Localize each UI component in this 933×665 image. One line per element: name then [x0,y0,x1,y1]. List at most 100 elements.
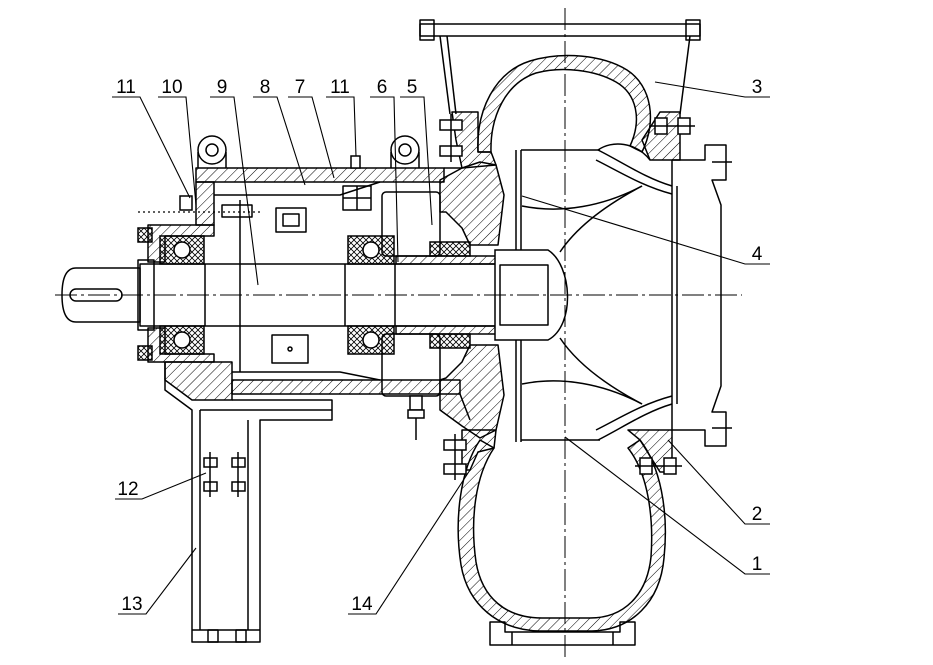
callout-leader-8 [253,96,306,186]
discharge-flange [419,23,701,37]
discharge-wall-left-inner [446,35,457,115]
callout-label-11-mid: 11 [330,77,350,98]
casing-flange-upper-left [451,111,497,169]
callout-label-3: 3 [752,77,763,98]
callout-leader-12 [115,472,207,500]
lifting-eye-lug [197,152,227,168]
casing-foot [489,621,636,646]
housing-top-bolt [350,155,361,169]
bearing-ball [173,331,191,349]
lifting-eye-ring [390,135,420,165]
discharge-flange-tab-right [685,19,701,41]
housing-top-wall [195,167,445,183]
callout-leader-9 [210,96,259,286]
shaft-sleeve-upper [395,255,501,265]
stand-bolts [203,452,246,497]
lifting-eye-lug [390,152,420,168]
shaft-sleeve-lower [395,325,501,335]
callout-leader-7 [288,96,335,179]
blade-lower-root [521,380,643,405]
callout-leader-5 [400,96,433,226]
drain-plug [407,395,425,440]
cover-fasteners [137,195,262,361]
callout-label-7: 7 [295,77,306,98]
packing-lower [429,333,471,349]
bearing-ball [173,241,191,259]
cover-screw-upper [137,227,153,243]
cover-bolt-nut [221,204,253,218]
callout-label-1: 1 [752,554,763,575]
front-shroud-lower [597,403,673,441]
support-stand [164,361,333,643]
stand-top-plate [164,361,233,401]
oil-sight-upper-glass [282,213,300,227]
oil-sight-lower [271,334,309,364]
callout-label-2: 2 [752,504,763,525]
shaft-coupling-end [61,267,141,323]
lifting-eye-left [197,135,227,168]
bearing-pump-end [347,235,395,355]
callout-leader-1 [564,436,770,575]
oil-sight-upper [275,207,307,233]
back-cover-lower [439,344,505,439]
volute-lower-section [457,439,667,632]
back-cover-upper [439,161,505,246]
housing-bottom-wall [231,379,461,395]
oil-fill-cross [343,186,371,210]
callout-leader-2 [667,439,770,525]
callout-leader-13 [118,547,197,615]
centerlines [55,8,742,658]
callout-label-8: 8 [260,77,271,98]
cover-bolt-head [179,195,193,211]
callout-label-4: 4 [752,244,763,265]
stand-bracket-outline [164,362,333,643]
volute-cutwater [597,143,651,161]
discharge-wall-right [679,35,691,115]
callout-leader-11-mid [326,96,357,157]
blade-lower [559,337,643,405]
front-shroud-upper [597,149,673,187]
callout-label-11-left: 11 [116,77,136,98]
callout-label-6: 6 [377,77,388,98]
bearing-drive-end [159,235,205,355]
callout-leader-4 [521,195,770,265]
callout-label-13: 13 [121,594,142,615]
discharge-nozzle [419,19,701,115]
cover-screw-lower [137,345,153,361]
callout-label-10: 10 [161,77,182,98]
volute-upper-section [477,54,652,153]
discharge-wall-left [439,35,451,115]
casing-back-cover [439,161,505,439]
callout-leader-10 [158,96,197,206]
bearing-ball [362,331,380,349]
callout-leader-14 [348,469,471,615]
packing-upper [429,241,471,257]
blade-upper [559,185,643,253]
casing-flange-upper-right [641,111,681,161]
housing-left-wall-upper [195,181,215,226]
lifting-eye-ring [197,135,227,165]
callout-leader-11-left [112,96,191,199]
callout-label-5: 5 [407,77,418,98]
casing-bolts [439,114,695,480]
callout-leader-6 [370,96,399,263]
callout-label-14: 14 [351,594,373,615]
oil-sight-lower-dot [287,346,293,352]
lifting-eye-hole [205,143,219,157]
callout-leader-3 [654,81,770,98]
drain-plug-head [407,409,425,419]
blade-upper-root [521,185,643,210]
bearing-ball [362,241,380,259]
lifting-eye-right [390,135,420,168]
lifting-eye-hole [398,143,412,157]
callout-label-12: 12 [117,479,138,500]
stand-foot-hole-left [207,629,219,643]
front-shroud-upper-inner [595,159,673,195]
stand-foot-hole-right [235,629,247,643]
front-shroud-lower-inner [595,395,673,431]
callouts: 11 10 9 8 7 11 6 5 3 4 2 1 12 13 14 [112,77,770,615]
housing-inner-outline [214,167,471,421]
drain-plug-body [409,395,423,411]
callout-label-9: 9 [217,77,228,98]
